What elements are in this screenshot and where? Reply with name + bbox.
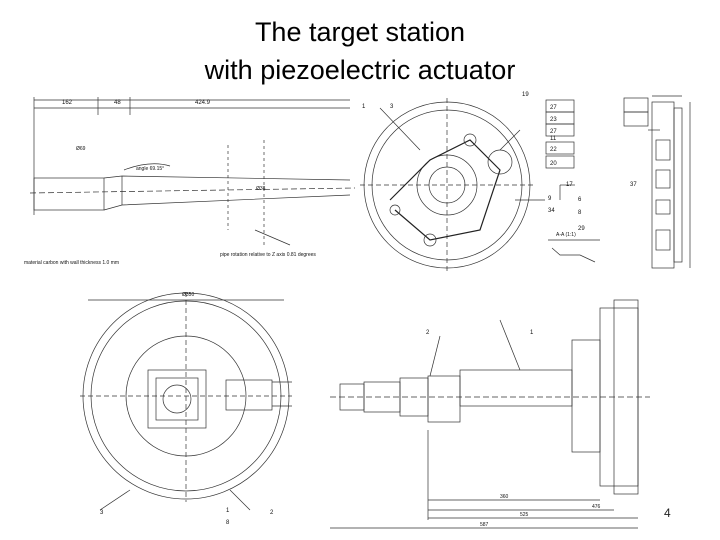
- page-number: 4: [664, 506, 671, 520]
- callout-27a: 27: [550, 105, 557, 111]
- note-material: material carbon with wall thickness 1.0 …: [24, 260, 119, 266]
- dim-587: 587: [480, 522, 489, 528]
- dim-48: 48: [114, 100, 121, 106]
- dim-38: Ø38: [256, 186, 266, 192]
- dim-525: 525: [520, 512, 529, 518]
- front-view-drawing: [80, 292, 292, 511]
- assembly-callout-1: 1: [530, 330, 534, 336]
- callout-19: 19: [522, 92, 529, 98]
- assembly-drawing: [330, 299, 650, 529]
- dim-360: 360: [500, 494, 509, 500]
- callout-23: 23: [550, 117, 557, 123]
- note-pipe-rotation: pipe rotation relative to Z axis 0.81 de…: [220, 252, 316, 258]
- slide-title-line2: with piezoelectric actuator: [204, 55, 516, 85]
- pipe-drawing: [29, 97, 356, 246]
- assembly-callout-2: 2: [426, 330, 430, 336]
- front-label-8: 8: [226, 520, 230, 526]
- front-top-dim: Ø350: [182, 292, 194, 298]
- callout-29: 29: [578, 226, 585, 232]
- callout-11: 11: [550, 136, 557, 142]
- callout-20: 20: [550, 161, 557, 167]
- side-section-drawing: [623, 95, 691, 269]
- callout-17: 17: [566, 182, 573, 188]
- front-label-3: 3: [100, 510, 104, 516]
- front-label-2: 2: [270, 510, 274, 516]
- section-label: A-A (1:1): [556, 232, 576, 238]
- callout-22: 22: [550, 147, 557, 153]
- callout-34: 34: [548, 208, 555, 214]
- callout-6: 6: [578, 197, 582, 203]
- target-wheel-drawing: [360, 98, 600, 272]
- callout-3: 3: [390, 104, 394, 110]
- callout-8: 8: [578, 210, 582, 216]
- callout-37: 37: [630, 182, 637, 188]
- callout-9: 9: [548, 196, 552, 202]
- dim-424-9: 424.9: [195, 100, 211, 106]
- callout-1: 1: [362, 104, 366, 110]
- front-label-1: 1: [226, 508, 230, 514]
- slide-title-line1: The target station: [254, 17, 466, 47]
- dim-angle: angle 69.15°: [136, 166, 164, 172]
- dim-476: 476: [592, 504, 601, 510]
- dim-69: Ø69: [76, 146, 86, 152]
- callout-27b: 27: [550, 129, 557, 135]
- dim-162: 162: [62, 100, 73, 106]
